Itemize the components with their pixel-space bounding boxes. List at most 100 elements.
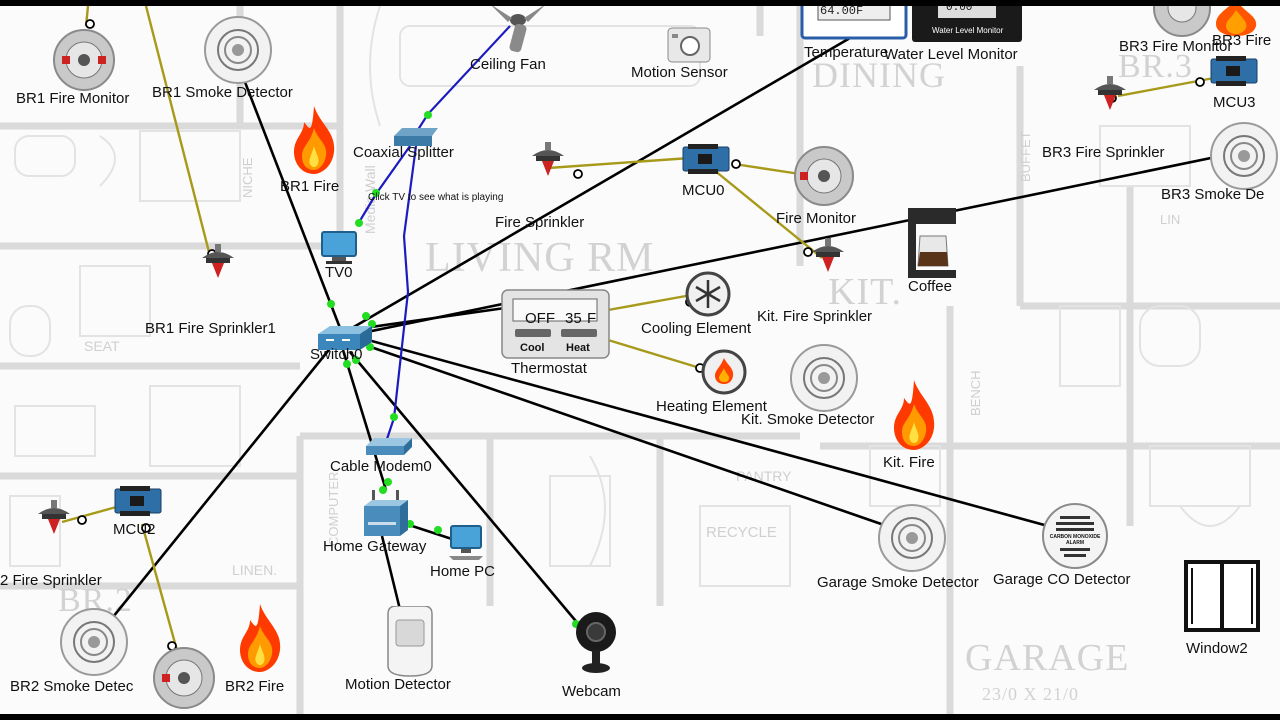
br3-smoke-detector-label: BR3 Smoke De: [1161, 186, 1265, 203]
cable-switch-br2-smoke: [94, 345, 334, 639]
sprinkler-icon: [812, 238, 844, 272]
iot-mcu2-sprinkler: [61, 504, 121, 524]
window-icon: [1184, 560, 1260, 632]
br2-fire[interactable]: [236, 602, 284, 679]
cable-switch-br1-smoke: [236, 63, 342, 329]
mcu2[interactable]: [114, 486, 164, 521]
temperature-monitor[interactable]: 64.00F: [800, 6, 910, 47]
thermostat-heat-button[interactable]: Heat: [566, 342, 590, 354]
fire-monitor-icon: [1153, 6, 1211, 37]
coaxial-splitter[interactable]: [392, 126, 440, 155]
mcu0[interactable]: [682, 144, 732, 179]
home-pc[interactable]: [447, 522, 487, 567]
garage-smoke-detector-label: Garage Smoke Detector: [817, 574, 979, 591]
br1-fire[interactable]: [290, 104, 338, 181]
mcu-board-icon: [1210, 56, 1258, 86]
fire-sprinkler-label: Fire Sprinkler: [495, 214, 585, 231]
webcam[interactable]: [574, 612, 620, 683]
sprinkler-icon: [38, 500, 70, 534]
cable-splitter-modem: [382, 145, 418, 449]
br3-fire[interactable]: [1212, 6, 1260, 41]
cable-gateway-homepc: [405, 522, 456, 542]
coffee-maker[interactable]: [906, 208, 958, 285]
co-alarm-text: CARBON MONOXIDE ALARM: [1049, 534, 1101, 546]
motion-detector[interactable]: [384, 605, 436, 683]
mcu3[interactable]: [1210, 56, 1260, 91]
cable-switch-garage-co: [367, 338, 1071, 534]
thermostat-icon: [501, 289, 610, 359]
br1-fire-sprinkler-label: BR1 Fire Sprinkler1: [145, 320, 276, 337]
room-label-pantry: PANTRY: [736, 468, 792, 484]
cable-switch-thermostat: [363, 306, 506, 330]
smoke-detector-icon: [60, 608, 128, 676]
br1-smoke-detector[interactable]: [202, 14, 274, 91]
cable-modem0[interactable]: [364, 436, 414, 463]
thermostat-unit: F: [587, 310, 597, 327]
thermostat[interactable]: OFF 35 F Cool Heat: [501, 289, 611, 366]
tv0[interactable]: [320, 230, 360, 271]
br2-smoke-detector[interactable]: [58, 606, 130, 683]
kit-smoke-detector-label: Kit. Smoke Detector: [741, 411, 875, 428]
br2-fire-monitor[interactable]: [150, 646, 220, 714]
thermostat-cool-button[interactable]: Cool: [520, 342, 545, 354]
br1-fire-monitor[interactable]: [50, 28, 120, 99]
room-label-recycle: RECYCLE: [706, 524, 777, 541]
thermostat-label: Thermostat: [511, 360, 587, 377]
iot-mcu0-fire-monitor: [733, 162, 801, 176]
fire-monitor[interactable]: [790, 146, 860, 213]
window2[interactable]: [1184, 560, 1260, 637]
switch0-label: Switch0: [310, 346, 363, 363]
ceiling-fan[interactable]: [478, 6, 558, 61]
room-label-garage-dim: 23/0 X 21/0: [982, 684, 1080, 704]
tv0-label: TV0: [325, 264, 353, 281]
motion-sensor-icon: [667, 27, 711, 63]
water-level-monitor[interactable]: 0.00 Water Level Monitor: [912, 6, 1024, 49]
network-canvas[interactable]: LIVING RM DINING KIT. GARAGE 23/0 X 21/0…: [0, 6, 1280, 714]
br2-fire-label: BR2 Fire: [225, 678, 285, 695]
mcu-board-icon: [682, 144, 730, 174]
motion-detector-icon: [387, 605, 433, 677]
br3-fire-sprinkler[interactable]: [1090, 76, 1130, 121]
br3-fire-monitor[interactable]: [1152, 6, 1212, 43]
kit-smoke-detector[interactable]: [788, 342, 860, 419]
ceiling-fan-label: Ceiling Fan: [470, 56, 546, 73]
fire-sprinkler[interactable]: [528, 142, 568, 187]
computer-icon: [449, 525, 483, 560]
thermostat-setpoint: 35: [565, 310, 582, 327]
br1-fire-sprinkler[interactable]: [198, 244, 238, 289]
mcu2-label: MCU2: [113, 521, 156, 538]
smoke-detector-icon: [1210, 122, 1278, 190]
switch0[interactable]: [316, 324, 374, 359]
home-gateway[interactable]: [362, 490, 410, 545]
heating-element-label: Heating Element: [656, 398, 767, 415]
motion-sensor[interactable]: [666, 24, 712, 69]
mcu-board-icon: [114, 486, 162, 516]
room-label-kitchen: KIT.: [828, 271, 902, 313]
thermostat-mode: OFF: [525, 310, 555, 327]
motion-detector-label: Motion Detector: [345, 676, 451, 693]
water-level-monitor-label: Water Level Monitor: [884, 46, 1018, 63]
heating-element[interactable]: [700, 348, 748, 401]
br3-smoke-detector[interactable]: [1208, 120, 1280, 197]
room-label-br3: BR.3: [1118, 48, 1193, 85]
gateway-icon: [364, 490, 408, 536]
garage-co-detector[interactable]: CARBON MONOXIDE ALARM: [1040, 502, 1110, 577]
br1-smoke-detector-label: BR1 Smoke Detector: [152, 84, 293, 101]
smoke-detector-icon: [878, 504, 946, 572]
heater-icon: [701, 349, 747, 395]
switch-icon: [318, 326, 372, 350]
kit-fire-sprinkler[interactable]: [808, 238, 848, 283]
tv-hint-note: Click TV to see what is playing: [368, 192, 504, 203]
cooling-element[interactable]: [684, 270, 732, 323]
br2-fire-sprinkler[interactable]: [34, 500, 74, 545]
br1-fire-label: BR1 Fire: [280, 178, 340, 195]
fire-monitor-label: Fire Monitor: [776, 210, 857, 227]
kit-fire-label: Kit. Fire: [883, 454, 935, 471]
home-gateway-label: Home Gateway: [323, 538, 427, 555]
br3-fire-sprinkler-label: BR3 Fire Sprinkler: [1042, 144, 1165, 161]
room-label-lin: LIN: [1160, 212, 1181, 227]
kit-fire[interactable]: [890, 378, 938, 459]
br2-fire-sprinkler-label: 2 Fire Sprinkler: [0, 572, 102, 589]
garage-smoke-detector[interactable]: [876, 502, 948, 579]
cable-switch-webcam: [349, 351, 581, 627]
